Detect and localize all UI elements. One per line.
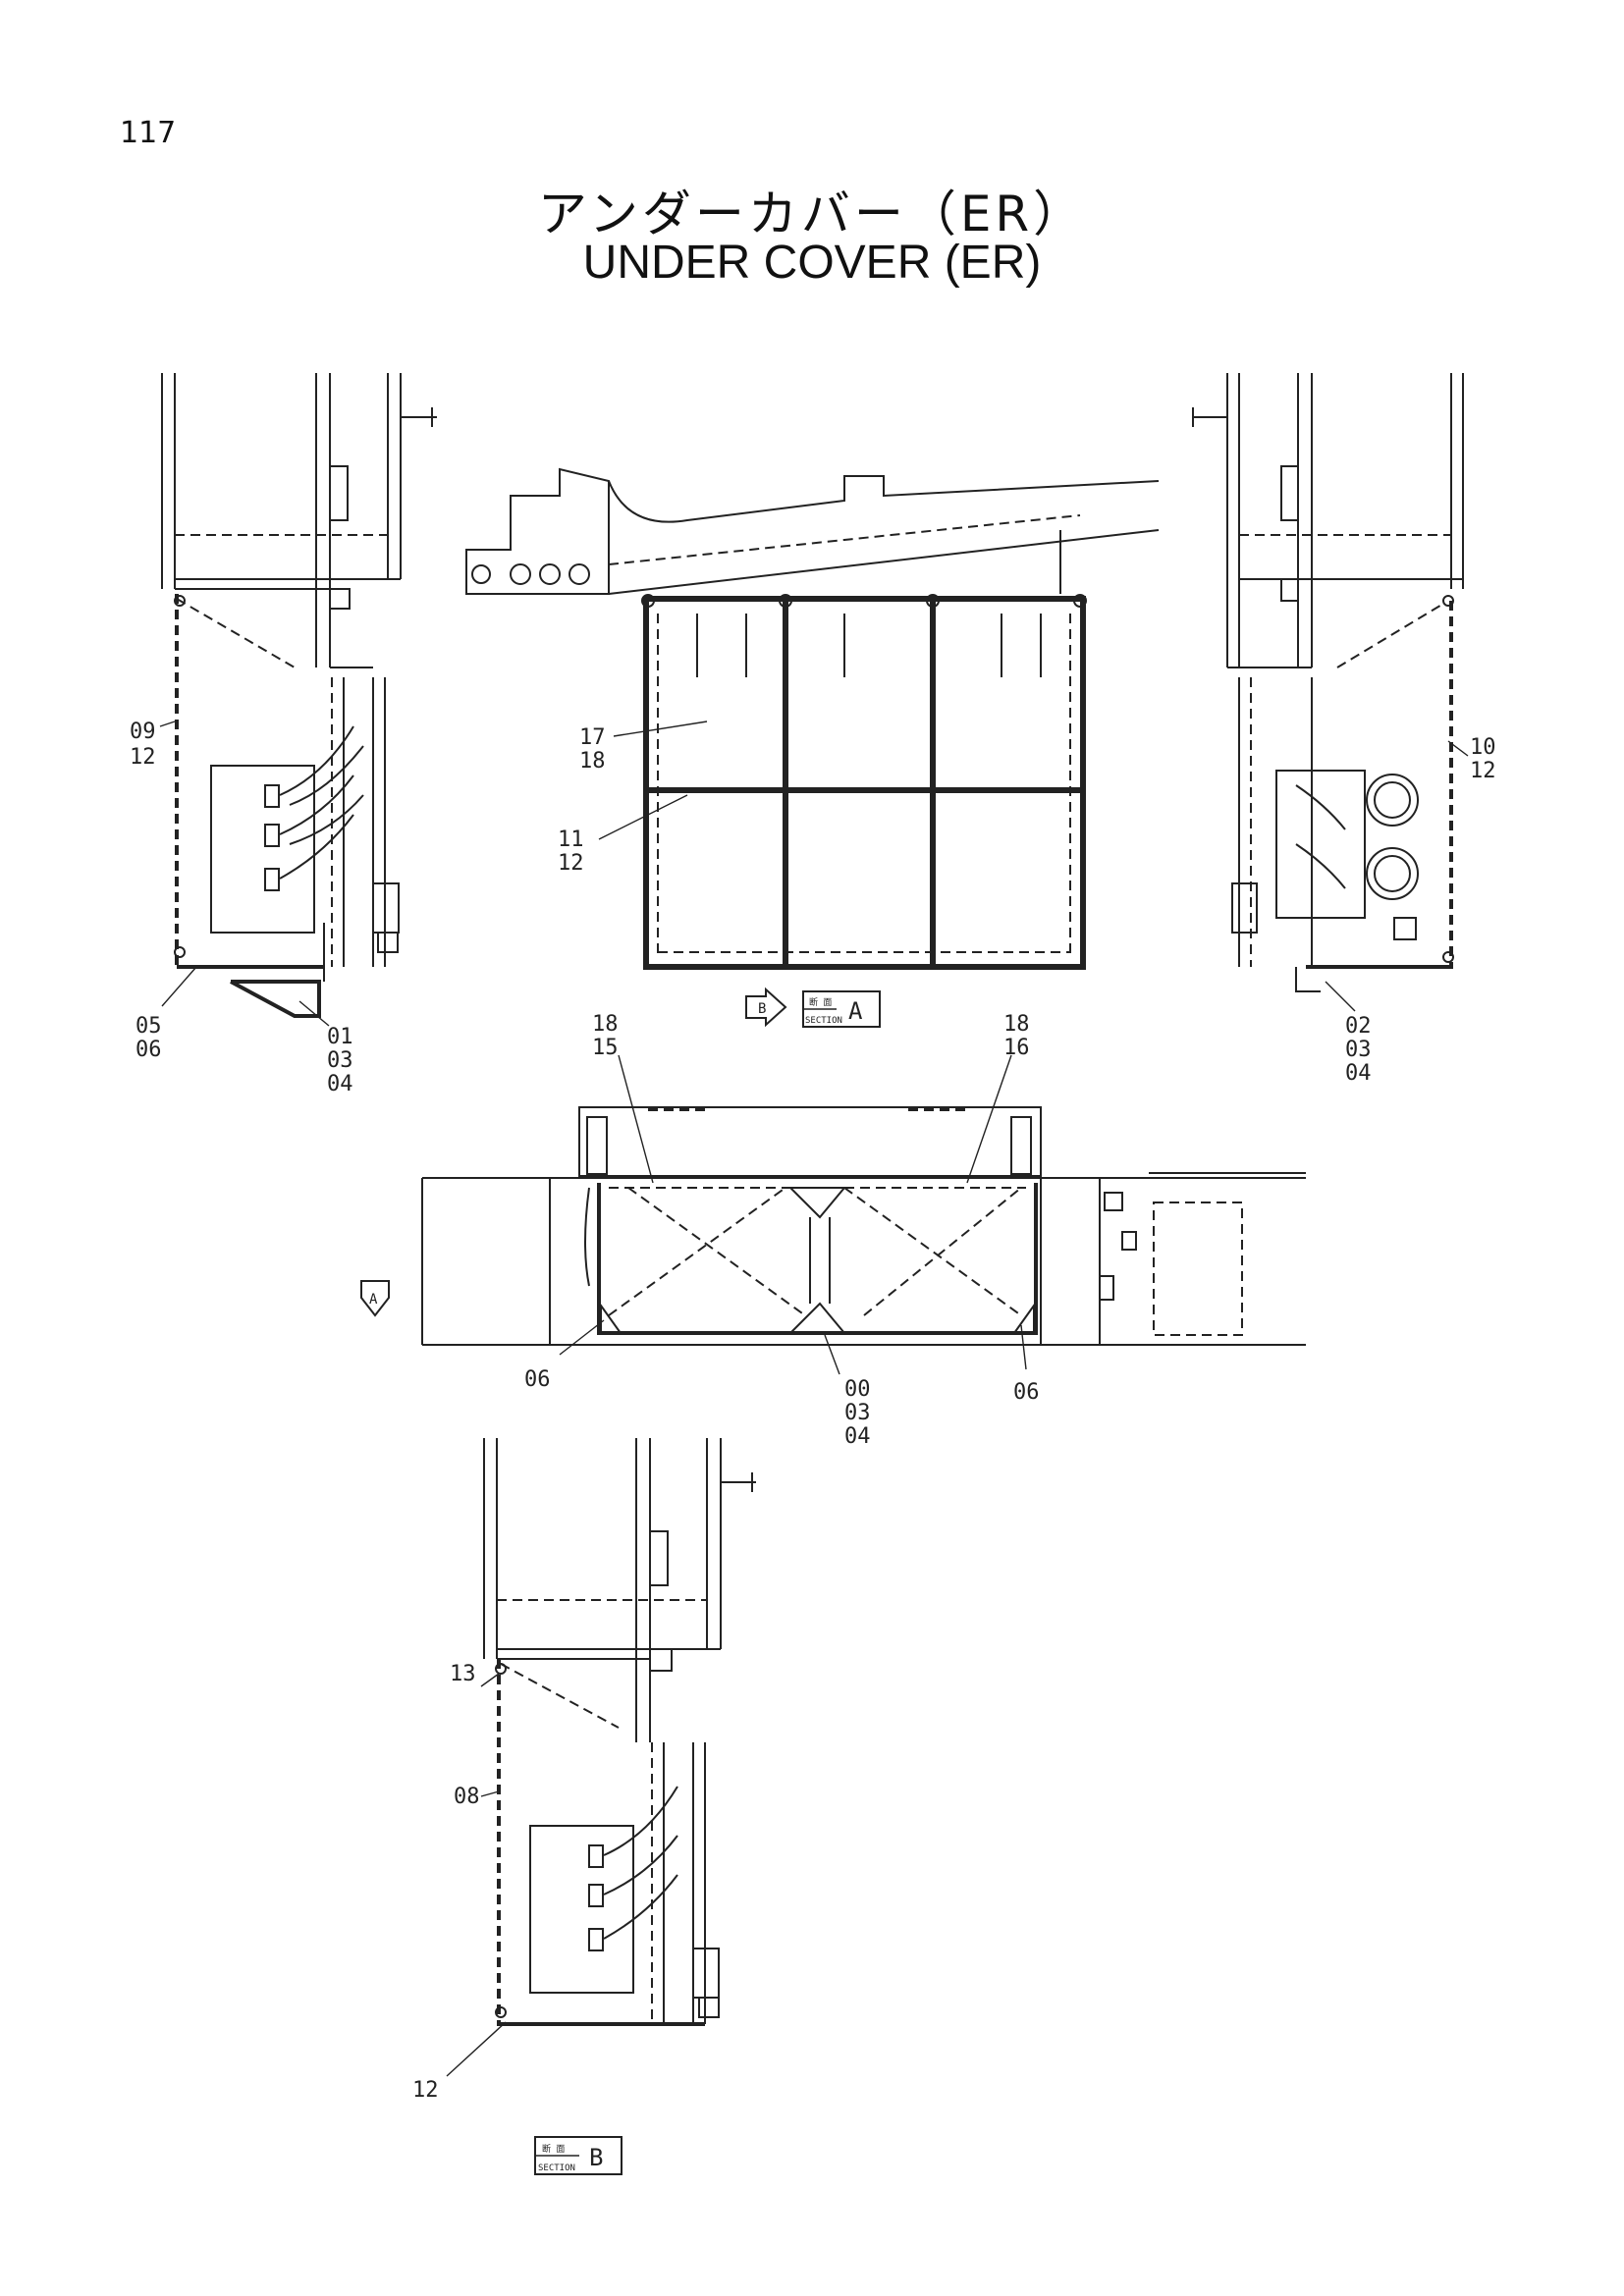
title-english: UNDER COVER (ER) bbox=[582, 237, 1042, 289]
title-japanese: アンダーカバー（ER） bbox=[537, 186, 1087, 242]
section-b-jp: 断 面 bbox=[542, 2143, 565, 2155]
middle-section-view bbox=[421, 1054, 1306, 1375]
callout-01: 01 bbox=[327, 1025, 353, 1049]
callout-numbers: 09 12 05 06 01 03 04 17 18 11 12 10 12 0… bbox=[130, 720, 1496, 2103]
callout-15: 15 bbox=[592, 1036, 619, 1060]
callout-00: 00 bbox=[844, 1377, 871, 1402]
callout-10: 10 bbox=[1470, 735, 1496, 760]
callout-03: 03 bbox=[327, 1048, 353, 1073]
callout-09: 09 bbox=[130, 720, 156, 744]
section-a-en: SECTION bbox=[805, 1016, 842, 1026]
callout-18: 18 bbox=[1003, 1012, 1030, 1037]
callout-13: 13 bbox=[450, 1662, 476, 1686]
callout-12: 12 bbox=[412, 2078, 439, 2103]
page-number: 117 bbox=[120, 116, 177, 150]
right-side-view bbox=[1192, 373, 1469, 1012]
section-a-letter: A bbox=[848, 997, 863, 1025]
lower-side-view bbox=[446, 1438, 756, 2077]
section-b-label: 断 面 SECTION B bbox=[534, 2136, 623, 2175]
callout-12: 12 bbox=[558, 851, 584, 876]
callout-11: 11 bbox=[558, 828, 584, 852]
callout-08: 08 bbox=[454, 1785, 480, 1809]
callout-02: 02 bbox=[1345, 1014, 1372, 1039]
section-a-jp: 断 面 bbox=[809, 996, 832, 1008]
callout-04: 04 bbox=[1345, 1061, 1372, 1086]
callout-12: 12 bbox=[130, 745, 156, 770]
callout-06: 06 bbox=[135, 1038, 162, 1062]
callout-06: 06 bbox=[1013, 1380, 1040, 1405]
left-side-view bbox=[159, 373, 437, 1027]
callout-18: 18 bbox=[592, 1012, 619, 1037]
callout-18: 18 bbox=[579, 749, 606, 774]
callout-03: 03 bbox=[1345, 1038, 1372, 1062]
center-plan-view bbox=[465, 467, 1160, 970]
callout-12: 12 bbox=[1470, 759, 1496, 783]
callout-16: 16 bbox=[1003, 1036, 1030, 1060]
callout-04: 04 bbox=[844, 1424, 871, 1449]
section-b-en: SECTION bbox=[538, 2163, 575, 2173]
view-arrow-b-letter: B bbox=[758, 1001, 766, 1017]
callout-03: 03 bbox=[844, 1401, 871, 1425]
callout-04: 04 bbox=[327, 1072, 353, 1096]
section-b-letter: B bbox=[589, 2144, 603, 2171]
view-arrow-a: A bbox=[360, 1280, 390, 1317]
view-arrow-b: B bbox=[745, 987, 787, 1028]
view-arrow-a-letter: A bbox=[369, 1292, 378, 1308]
callout-17: 17 bbox=[579, 725, 606, 750]
section-a-label: 断 面 SECTION A bbox=[802, 990, 881, 1028]
callout-05: 05 bbox=[135, 1014, 162, 1039]
callout-06: 06 bbox=[524, 1367, 551, 1392]
